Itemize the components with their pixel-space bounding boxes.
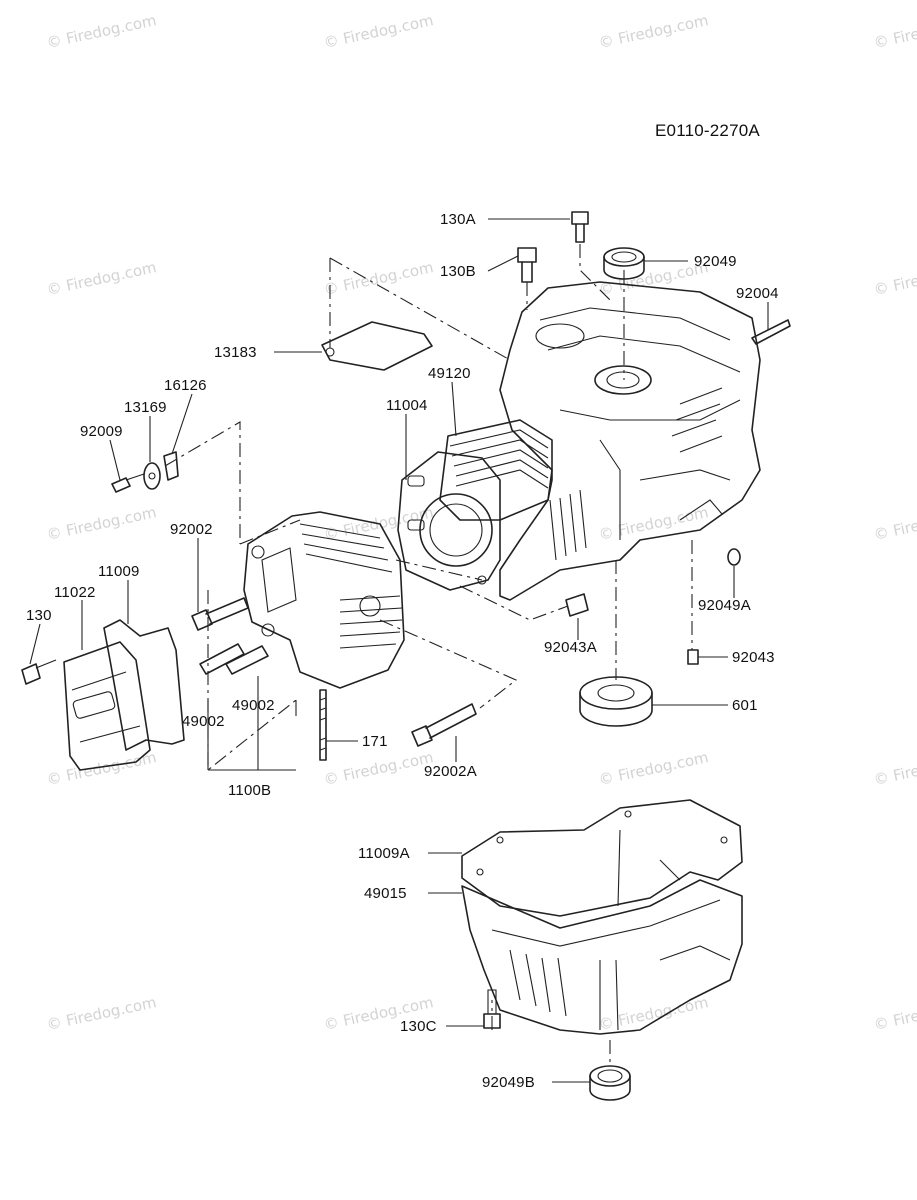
gasket-13183[interactable] bbox=[321, 321, 433, 371]
label-11009A[interactable]: 11009A bbox=[358, 845, 410, 862]
watermark: © Firedog.com bbox=[45, 993, 158, 1034]
stud-171[interactable] bbox=[319, 689, 327, 761]
diagram-code: E0110-2270A bbox=[655, 121, 760, 140]
watermark: © Firedog.com bbox=[45, 11, 158, 52]
bolt-130C[interactable] bbox=[483, 989, 501, 1029]
dowel-49002-b[interactable] bbox=[225, 645, 269, 675]
head-gasket-11004[interactable] bbox=[397, 451, 501, 591]
valve-cover-11022[interactable] bbox=[63, 641, 151, 771]
dowel-49002-a[interactable] bbox=[199, 643, 245, 675]
leader-lines bbox=[29, 218, 769, 1083]
watermark: © Firedog.com bbox=[322, 748, 435, 789]
label-11009[interactable]: 11009 bbox=[98, 563, 140, 580]
label-92043A[interactable]: 92043A bbox=[544, 639, 597, 656]
label-49002-a[interactable]: 49002 bbox=[232, 697, 275, 714]
label-171[interactable]: 171 bbox=[362, 733, 388, 750]
bolt-92002[interactable] bbox=[191, 597, 249, 631]
label-16126[interactable]: 16126 bbox=[164, 377, 207, 394]
breather-16126[interactable] bbox=[163, 451, 179, 481]
part-labels: 130A 130B 92049 92004 13183 49120 11004 … bbox=[26, 211, 779, 1091]
watermark: © Firedog.com bbox=[45, 748, 158, 789]
watermark: © Firedog.com bbox=[597, 748, 710, 789]
watermark: © Firedog.com bbox=[597, 11, 710, 52]
watermark: © Firedog.com bbox=[872, 993, 917, 1034]
stud-92004[interactable] bbox=[751, 319, 791, 345]
plate-13169[interactable] bbox=[143, 462, 161, 490]
label-13183[interactable]: 13183 bbox=[214, 344, 257, 361]
watermark: © Firedog.com bbox=[322, 11, 435, 52]
washer-92049A[interactable] bbox=[727, 548, 741, 566]
label-92002[interactable]: 92002 bbox=[170, 521, 213, 538]
plug-92043A[interactable] bbox=[565, 593, 589, 617]
oil-seal-92049B[interactable] bbox=[589, 1065, 631, 1101]
label-130A[interactable]: 130A bbox=[440, 211, 476, 228]
crankcase-49120[interactable] bbox=[439, 281, 761, 601]
label-130B[interactable]: 130B bbox=[440, 263, 476, 280]
gasket-11009A[interactable] bbox=[461, 799, 743, 917]
label-92049[interactable]: 92049 bbox=[694, 253, 737, 270]
watermark: © Firedog.com bbox=[872, 258, 917, 299]
bolt-130B[interactable] bbox=[517, 247, 537, 283]
bearing-601[interactable] bbox=[579, 676, 653, 727]
label-49120[interactable]: 49120 bbox=[428, 365, 471, 382]
label-130[interactable]: 130 bbox=[26, 607, 52, 624]
bolt-130[interactable] bbox=[21, 659, 57, 685]
pin-92043[interactable] bbox=[687, 649, 699, 665]
bolt-92009[interactable] bbox=[111, 473, 145, 493]
watermark: © Firedog.com bbox=[872, 11, 917, 52]
gasket-11009[interactable] bbox=[103, 619, 185, 751]
watermark: © Firedog.com bbox=[45, 258, 158, 299]
label-92049A[interactable]: 92049A bbox=[698, 597, 751, 614]
oil-pan-49015[interactable] bbox=[461, 829, 743, 1035]
label-92049B[interactable]: 92049B bbox=[482, 1074, 535, 1091]
label-92002A[interactable]: 92002A bbox=[424, 763, 477, 780]
bolt-92002A[interactable] bbox=[411, 703, 477, 747]
watermark: © Firedog.com bbox=[872, 748, 917, 789]
label-92043[interactable]: 92043 bbox=[732, 649, 775, 666]
bolt-130A[interactable] bbox=[571, 211, 589, 243]
label-13169[interactable]: 13169 bbox=[124, 399, 167, 416]
label-49002-b[interactable]: 49002 bbox=[182, 713, 225, 730]
label-130C[interactable]: 130C bbox=[400, 1018, 437, 1035]
cylinder-head-1100B[interactable] bbox=[243, 511, 405, 689]
label-49015[interactable]: 49015 bbox=[364, 885, 407, 902]
label-92004[interactable]: 92004 bbox=[736, 285, 779, 302]
label-92009[interactable]: 92009 bbox=[80, 423, 123, 440]
watermark: © Firedog.com bbox=[322, 258, 435, 299]
watermark: © Firedog.com bbox=[872, 503, 917, 544]
label-601[interactable]: 601 bbox=[732, 697, 758, 714]
label-11022[interactable]: 11022 bbox=[54, 584, 96, 601]
label-11004[interactable]: 11004 bbox=[386, 397, 428, 414]
label-1100B[interactable]: 1100B bbox=[228, 782, 271, 799]
connector-lines bbox=[164, 244, 693, 1066]
watermark: © Firedog.com bbox=[45, 503, 158, 544]
